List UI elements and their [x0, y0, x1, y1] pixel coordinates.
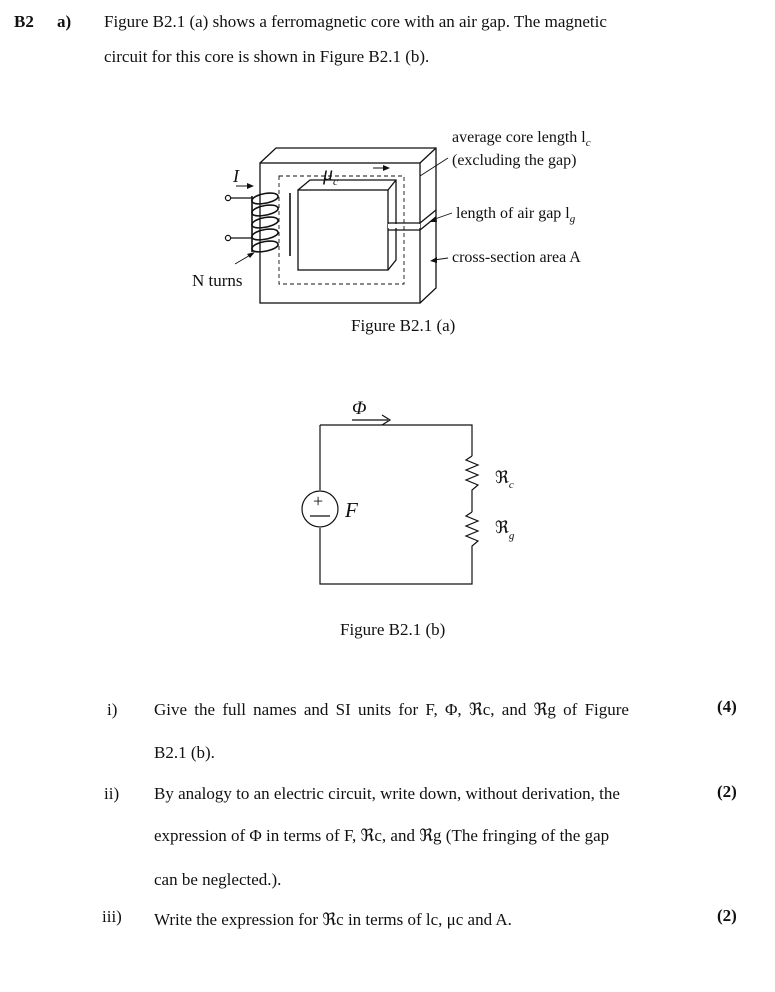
reluctance-core-label: ℜc — [495, 468, 514, 491]
subq-3-line-1: Write the expression for ℜc in terms of … — [154, 910, 512, 929]
source-sign: + — [313, 491, 323, 511]
figure-a-core-diagram: I μc N turns average core length lc (exc… — [192, 129, 591, 304]
terminal-bottom — [224, 234, 232, 242]
subq-1-number: i) — [107, 700, 118, 719]
subq-2-line-2: expression of Φ in terms of F, ℜc, and ℜ… — [154, 826, 610, 845]
figure-a-caption: Figure B2.1 (a) — [351, 316, 456, 335]
current-label: I — [232, 166, 240, 186]
question-part: a) — [57, 12, 72, 31]
subq-2-line-3: can be neglected.). — [154, 870, 282, 889]
figure-b-magnetic-circuit: + F Φ ℜc ℜg — [301, 398, 515, 585]
intro-line-2: circuit for this core is shown in Figure… — [104, 47, 430, 66]
source-label: F — [344, 498, 358, 522]
figure-b-caption: Figure B2.1 (b) — [340, 620, 446, 639]
mmf-source — [301, 490, 339, 528]
subq-1-line-2: B2.1 (b). — [154, 743, 215, 762]
coil-winding — [251, 192, 291, 256]
annotation-cross-section: cross-section area A — [452, 249, 581, 266]
subq-2-line-1: By analogy to an electric circuit, write… — [154, 784, 620, 803]
core-outer-depth — [259, 147, 437, 304]
subq-3-marks: (2) — [717, 906, 737, 925]
subq-2-number: ii) — [104, 784, 120, 803]
core-outer-front — [259, 162, 421, 304]
mu-label: μc — [322, 163, 338, 188]
terminal-top — [224, 194, 232, 202]
flux-label: Φ — [352, 398, 366, 419]
intro-line-1: Figure B2.1 (a) shows a ferromagnetic co… — [104, 12, 607, 31]
question-number: B2 — [14, 12, 34, 31]
annotation-air-gap: length of air gap lg — [456, 205, 576, 225]
subq-1-line-1: Give the full names and SI units for F, … — [154, 700, 629, 719]
subq-2-marks: (2) — [717, 782, 737, 801]
turns-label: N turns — [192, 271, 243, 290]
reluctance-gap-resistor — [464, 511, 480, 548]
reluctance-gap-label: ℜg — [495, 518, 515, 542]
subq-1-marks: (4) — [717, 697, 737, 716]
mean-path — [278, 175, 405, 285]
annotation-core-length: average core length lc — [452, 129, 591, 149]
reluctance-core-resistor — [464, 455, 480, 494]
core-window — [297, 189, 389, 271]
subq-3-number: iii) — [102, 907, 122, 926]
annotation-excluding-gap: (excluding the gap) — [452, 152, 576, 169]
